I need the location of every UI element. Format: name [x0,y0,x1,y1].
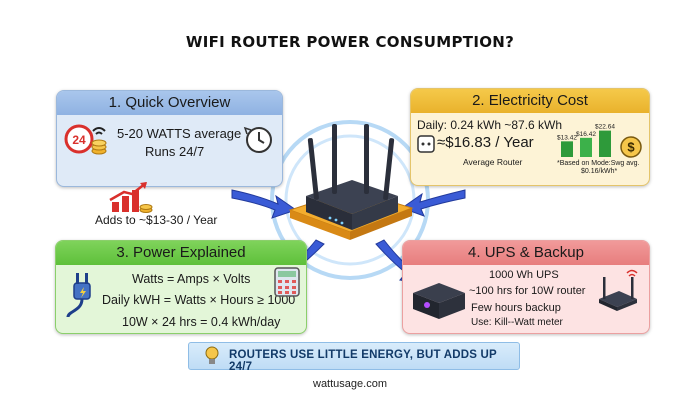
clock-icon [243,126,272,153]
plug-socket-icon [417,135,435,153]
cost-bar-label: $13.42 [557,134,577,141]
avg-router-text: Average Router [463,157,523,167]
small-router-icon [599,269,638,311]
ups-line-2: ~100 hrs for 10W router [469,285,586,297]
cost-bar [599,130,611,157]
formula-1: Watts = Amps × Volts [132,272,251,286]
router-icon [288,124,414,240]
quick-overview-panel: 1. Quick Overview 24 5-20 WATTS average … [56,90,283,187]
runs-text: Runs 24/7 [145,144,205,159]
banner-text: ROUTERS USE LITTLE ENERGY, BUT ADDS UP 2… [229,349,497,373]
formula-3: 10W × 24 hrs = 0.4 kWh/day [122,315,281,329]
watts-text: 5-20 WATTS average [117,126,242,141]
cost-bar-label: $16.42 [576,131,596,138]
footer-site: wattusage.com [313,378,387,390]
cost-bar-label: $22.64 [595,124,615,131]
cost-bar [561,141,573,157]
clock-24-icon: 24 [64,124,107,155]
plug-icon [66,273,91,318]
electricity-cost-panel: 2. Electricity Cost Daily: 0.24 kWh ~87.… [410,88,650,186]
ups-line-3: Few hours backup [471,302,561,314]
panel-title: 2. Electricity Cost [411,89,649,113]
ups-box-icon [413,283,465,319]
svg-text:$: $ [627,140,635,155]
footnote-1: *Based on Mode:Swg avg. [557,160,640,167]
wifi-icon [626,269,638,277]
footnote-2: $0.16/kWh* [581,168,618,175]
summary-banner: ROUTERS USE LITTLE ENERGY, BUT ADDS UP 2… [188,342,520,373]
panel-title: 4. UPS & Backup [403,241,649,265]
ups-backup-panel: 4. UPS & Backup 1000 Wh UPS ~100 hrs for… [402,240,650,334]
page-title: WIFI ROUTER POWER CONSUMPTION? [185,33,515,51]
badge-text: 24 [72,133,86,147]
wifi-icon [92,127,106,135]
calculator-icon [274,267,300,297]
dollar-icon: $ [620,136,642,158]
arrow-from-cost [400,189,466,217]
growth-chart-icon [109,182,153,213]
daily-text: Daily: 0.24 kWh ~87.6 kWh [417,118,563,132]
cost-bar-chart: $13.42$16.42$22.64 [557,124,615,157]
power-explained-panel: 3. Power Explained Watts = Amps × Volts … [55,240,307,334]
lightbulb-icon [205,346,219,364]
adds-text: Adds to ~$13-30 / Year [95,213,218,227]
ups-line-1: 1000 Wh UPS [489,269,559,281]
yearly-text: ≈$16.83 / Year [437,134,534,151]
panel-title: 3. Power Explained [56,241,306,265]
coins-icon [91,139,107,155]
cost-bar [580,137,592,157]
arrow-from-overview [231,189,298,219]
panel-title: 1. Quick Overview [57,91,282,115]
ups-line-4: Use: Kill--Watt meter [471,317,563,328]
formula-2: Daily kWH = Watts × Hours ≥ 1000 [102,293,296,307]
